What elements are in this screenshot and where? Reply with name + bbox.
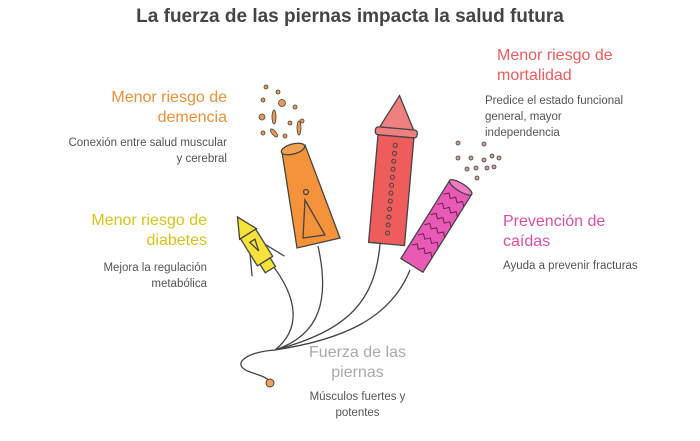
- item-heading: Menor riesgo de mortalidad: [497, 47, 613, 84]
- orange-firework-icon: [280, 142, 341, 249]
- center-description: Músculos fuertes y potentes: [309, 391, 406, 419]
- item-description: Conexión entre salud muscular y cerebral: [68, 137, 227, 165]
- orange-sparks: [258, 84, 305, 139]
- fuse-strings: [240, 243, 411, 383]
- yellow-rocket-icon: [236, 215, 285, 277]
- fuse-spark-icon: [265, 378, 275, 388]
- item-description: Ayuda a prevenir fracturas: [503, 260, 638, 272]
- center-heading: Fuerza de las piernas: [309, 344, 406, 381]
- page-title: La fuerza de las piernas impacta la salu…: [136, 6, 564, 27]
- item-heading: Menor riesgo de demencia: [111, 89, 227, 126]
- item-heading: Menor riesgo de diabetes: [91, 212, 207, 249]
- pink-firecracker-icon: [400, 179, 473, 274]
- pink-sparks: [455, 140, 502, 181]
- item-heading: Prevención de caídas: [503, 213, 606, 250]
- item-description: Predice el estado funcional general, may…: [485, 95, 624, 139]
- red-rocket-icon: [367, 94, 418, 247]
- item-description: Mejora la regulación metabólica: [103, 262, 207, 290]
